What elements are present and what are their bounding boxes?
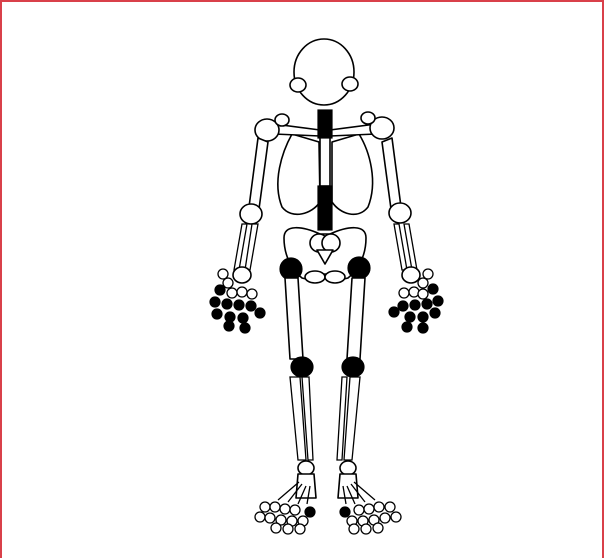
left-knee-affected — [342, 357, 364, 377]
right-great-toe-affected — [305, 507, 315, 517]
right-mandible-joint — [290, 78, 306, 92]
right-radius — [234, 224, 247, 270]
right-foot — [255, 502, 315, 534]
left-hand-affected-joint — [418, 323, 428, 333]
left-elbow-joint — [389, 203, 411, 223]
left-hand-affected-joint — [433, 296, 443, 306]
left-hand-affected-joint — [422, 299, 432, 309]
left-hand-affected-joint — [428, 284, 438, 294]
cervical-spine-affected — [318, 110, 332, 138]
left-hip-affected — [348, 257, 370, 279]
right-hand-affected-joint — [224, 321, 234, 331]
left-obturator — [325, 271, 345, 283]
right-femur — [285, 278, 303, 359]
thoracic-spine — [320, 136, 330, 186]
right-hand-affected-joint — [238, 313, 248, 323]
right-ankle — [298, 461, 314, 475]
right-humerus — [249, 138, 268, 209]
right-elbow-joint — [240, 204, 262, 224]
right-hip-affected — [280, 258, 302, 280]
left-hand-affected-joint — [410, 300, 420, 310]
right-hand-affected-joint — [240, 323, 250, 333]
lumbar-spine-affected — [318, 186, 332, 230]
right-obturator — [305, 271, 325, 283]
right-hand-affected-joint — [234, 300, 244, 310]
right-ulna — [245, 224, 258, 270]
right-hand-affected-joint — [212, 309, 222, 319]
left-humerus — [382, 138, 401, 209]
left-ankle — [340, 461, 356, 475]
left-mandible-joint — [342, 77, 358, 91]
left-clavicle — [330, 124, 376, 136]
right-hand-affected-joint — [215, 285, 225, 295]
left-hand-affected-joint — [405, 312, 415, 322]
left-femur — [347, 278, 365, 359]
right-hand-affected-joint — [222, 299, 232, 309]
left-great-toe-affected — [340, 507, 350, 517]
right-hand-affected-joint — [210, 297, 220, 307]
left-hand-affected-joint — [430, 308, 440, 318]
right-rib-cage — [278, 134, 320, 214]
left-hand-affected-joint — [402, 322, 412, 332]
right-acromion — [275, 114, 289, 126]
left-hand-affected-joint — [398, 301, 408, 311]
left-foot-tarsals — [338, 474, 358, 498]
left-hand-affected-joint — [389, 307, 399, 317]
left-hand-affected-joint — [418, 312, 428, 322]
left-foot — [340, 502, 401, 534]
right-hand-affected-joint — [246, 301, 256, 311]
left-acromion — [361, 112, 375, 124]
skull — [294, 39, 354, 105]
right-knee-affected — [291, 357, 313, 377]
left-rib-cage — [332, 134, 373, 214]
left-wrist — [402, 267, 420, 283]
right-hand-affected-joint — [255, 308, 265, 318]
right-wrist — [233, 267, 251, 283]
